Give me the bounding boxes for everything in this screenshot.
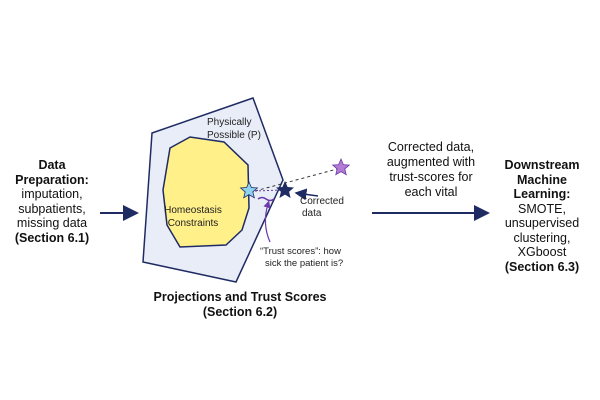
trust-scores-label-line-2: sick the patient is? (265, 258, 343, 269)
downstream-section: (Section 6.3) (504, 259, 580, 274)
downstream-body-line-1: SMOTE, (518, 201, 566, 216)
homeostasis-label-line-2: Constraints (168, 218, 219, 229)
corrected-pointer-arrow (294, 188, 319, 201)
data-preparation-title-line-1: Data (38, 158, 66, 172)
projections-caption: Projections and Trust Scores (Section 6.… (140, 290, 340, 320)
downstream-body-line-2: unsupervised (504, 216, 580, 230)
corrected-output-block: Corrected data, augmented with trust-sco… (372, 140, 490, 200)
data-preparation-block: Data Preparation: imputation, subpatient… (6, 158, 98, 245)
data-preparation-body-line-3: missing data (16, 216, 88, 230)
data-preparation-body-line-2: subpatients, (18, 201, 86, 216)
corrected-output-line-1: Corrected data, (387, 140, 475, 154)
projections-title: Projections and Trust Scores (153, 290, 327, 304)
downstream-title-line-1: Downstream (504, 158, 580, 172)
corrected-label-line-2: data (302, 208, 322, 219)
corrected-output-line-2: augmented with (386, 155, 476, 169)
data-preparation-title-line-2: Preparation: (15, 172, 89, 187)
physically-possible-label-line-1: Physically (207, 117, 251, 128)
downstream-title-line-2: Machine (516, 172, 567, 187)
original-data-star-icon (331, 157, 351, 176)
homeostasis-projection-star-icon (239, 180, 259, 199)
projections-section: (Section 6.2) (202, 305, 278, 319)
corrected-data-star-icon (276, 181, 294, 198)
downstream-body-line-3: clustering, (513, 230, 571, 245)
trust-dashed-line (254, 189, 283, 192)
downstream-body-line-4: XGboost (517, 245, 567, 259)
downstream-block: Downstream Machine Learning: SMOTE, unsu… (488, 158, 596, 274)
corrected-label-line-1: Corrected (300, 196, 344, 207)
trust-score-arrow (263, 200, 271, 243)
corrected-output-line-3: trust-scores for (389, 170, 473, 184)
data-preparation-section: (Section 6.1) (14, 230, 90, 245)
homeostasis-region (162, 136, 250, 248)
homeostasis-label-line-1: Homeostasis (164, 205, 222, 216)
downstream-title-line-3: Learning: (513, 187, 571, 201)
data-preparation-body-line-1: imputation, (21, 187, 83, 201)
trust-scores-label-line-1: “Trust scores”: how (260, 246, 341, 257)
trust-score-bracket (257, 196, 275, 202)
corrected-output-line-4: each vital (404, 185, 458, 199)
projection-dashed-line (254, 167, 342, 192)
physically-possible-label-line-2: Possible (P) (207, 130, 261, 141)
